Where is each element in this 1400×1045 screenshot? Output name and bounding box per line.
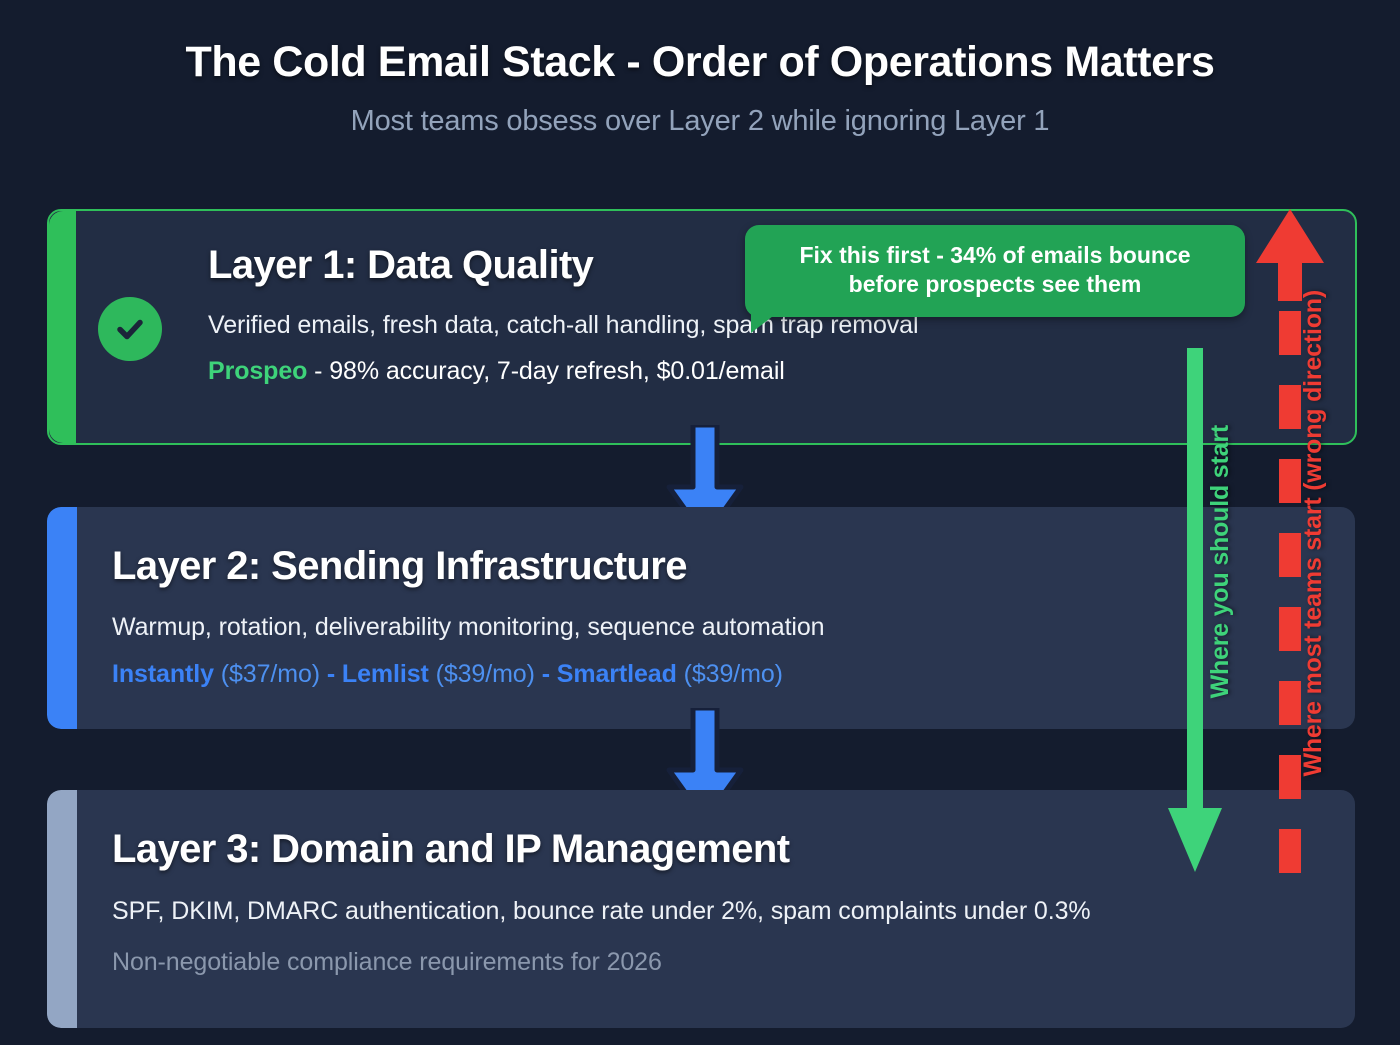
layer-1-title: Layer 1: Data Quality [208,243,594,287]
layer-2-body: Layer 2: Sending Infrastructure Warmup, … [112,544,1212,689]
layer-1-accent-bar [49,211,76,443]
layer-1-tools: Prospeo - 98% accuracy, 7-day refresh, $… [208,357,1108,386]
layer-2-separator-1: - [320,660,342,688]
layer-2-description: Warmup, rotation, deliverability monitor… [112,613,825,641]
layer-2-accent-bar [47,507,77,729]
header: The Cold Email Stack - Order of Operatio… [0,0,1400,138]
layer-2-tool-3-name: Smartlead [556,660,677,688]
layer-1-tool-name: Prospeo [208,357,308,385]
layer-2-tool-2-price: ($39/mo) [428,660,535,688]
layer-1-tool-detail: - 98% accuracy, 7-day refresh, $0.01/ema… [307,357,785,385]
callout-bubble: Fix this first - 34% of emails bounce be… [745,225,1245,333]
layer-3-note: Non-negotiable compliance requirements f… [112,948,662,976]
layer-2-title: Layer 2: Sending Infrastructure [112,544,687,588]
layer-3-title: Layer 3: Domain and IP Management [112,827,790,871]
layer-3-card[interactable] [47,790,1355,1028]
label-where-you-should-start: Where you should start [1206,425,1234,699]
layer-3-accent-bar [47,790,77,1028]
layer-2-tool-1-price: ($37/mo) [213,660,320,688]
check-circle-icon [98,297,162,361]
layer-2-tool-3-price: ($39/mo) [676,660,783,688]
arrow-up-common-mistake-path [1252,205,1328,877]
layer-2-tool-2-name: Lemlist [341,660,429,688]
arrow-down-recommended-path [1160,348,1230,876]
page-subtitle: Most teams obsess over Layer 2 while ign… [350,105,1050,137]
layer-3-description: SPF, DKIM, DMARC authentication, bounce … [112,897,1091,925]
layer-3-body: Layer 3: Domain and IP Management SPF, D… [112,827,1312,977]
layer-2-tool-1-name: Instantly [112,660,214,688]
label-where-most-teams-start: Where most teams start (wrong direction) [1299,290,1327,777]
layer-2-card[interactable] [47,507,1355,729]
page-title: The Cold Email Stack - Order of Operatio… [185,38,1215,86]
layer-2-tools: Instantly ($37/mo) - Lemlist ($39/mo) - … [112,660,1212,689]
layer-2-separator-2: - [534,660,557,688]
